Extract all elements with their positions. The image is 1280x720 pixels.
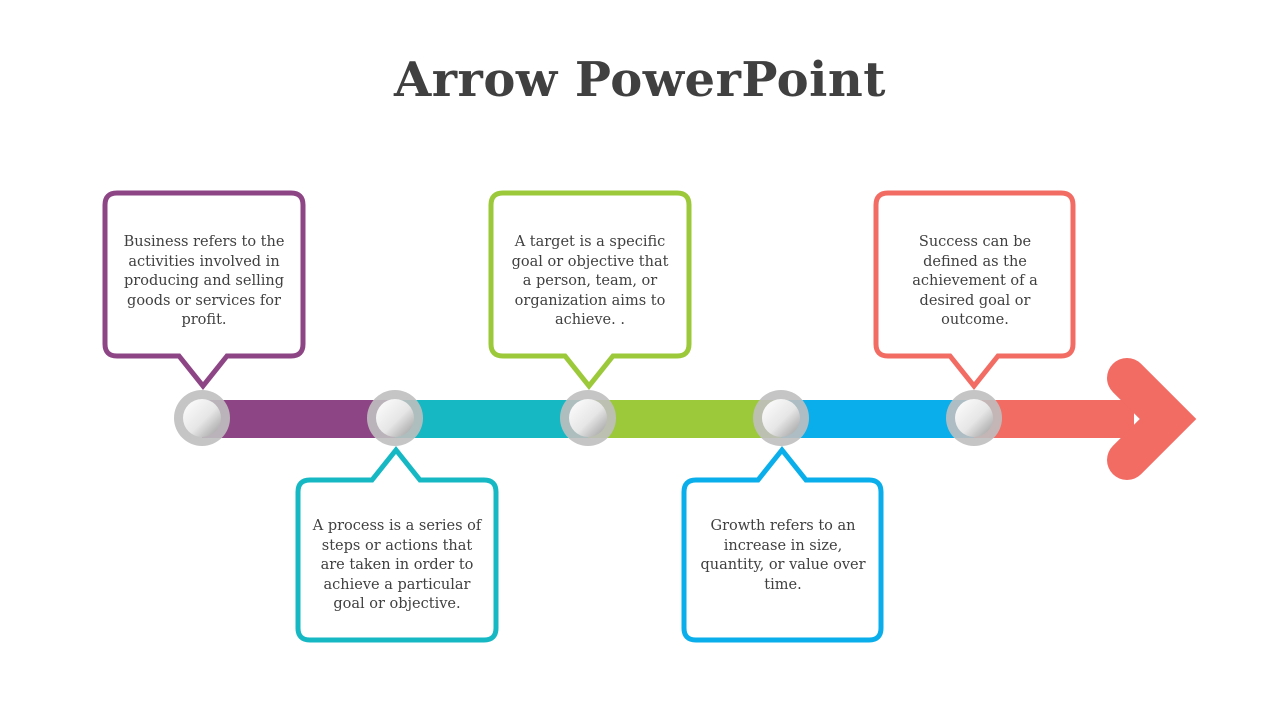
timeline-node-4 xyxy=(753,390,809,446)
timeline-node-2 xyxy=(367,390,423,446)
slide-title: Arrow PowerPoint xyxy=(394,52,886,108)
callout-text-5: Success can be defined as the achievemen… xyxy=(912,234,1038,328)
timeline-segment-2 xyxy=(395,400,588,438)
callout-box-3 xyxy=(488,190,692,391)
timeline-node-3 xyxy=(560,390,616,446)
callout-text-1: Business refers to the activities involv… xyxy=(123,234,285,328)
timeline-segment-1 xyxy=(202,400,395,438)
callout-box-4 xyxy=(681,445,884,643)
callout-text-4: Growth refers to an increase in size, qu… xyxy=(700,518,866,593)
callout-box-1 xyxy=(102,190,306,391)
timeline-segment-3 xyxy=(588,400,781,438)
timeline-node-1 xyxy=(174,390,230,446)
callout-box-2 xyxy=(295,445,499,643)
callout-text-3: A target is a specific goal or objective… xyxy=(511,234,669,328)
callout-text-2: A process is a series of steps or action… xyxy=(312,518,482,612)
timeline-segment-4 xyxy=(781,400,974,438)
arrow-head xyxy=(1107,358,1197,480)
timeline-node-5 xyxy=(946,390,1002,446)
callout-box-5 xyxy=(873,190,1076,391)
